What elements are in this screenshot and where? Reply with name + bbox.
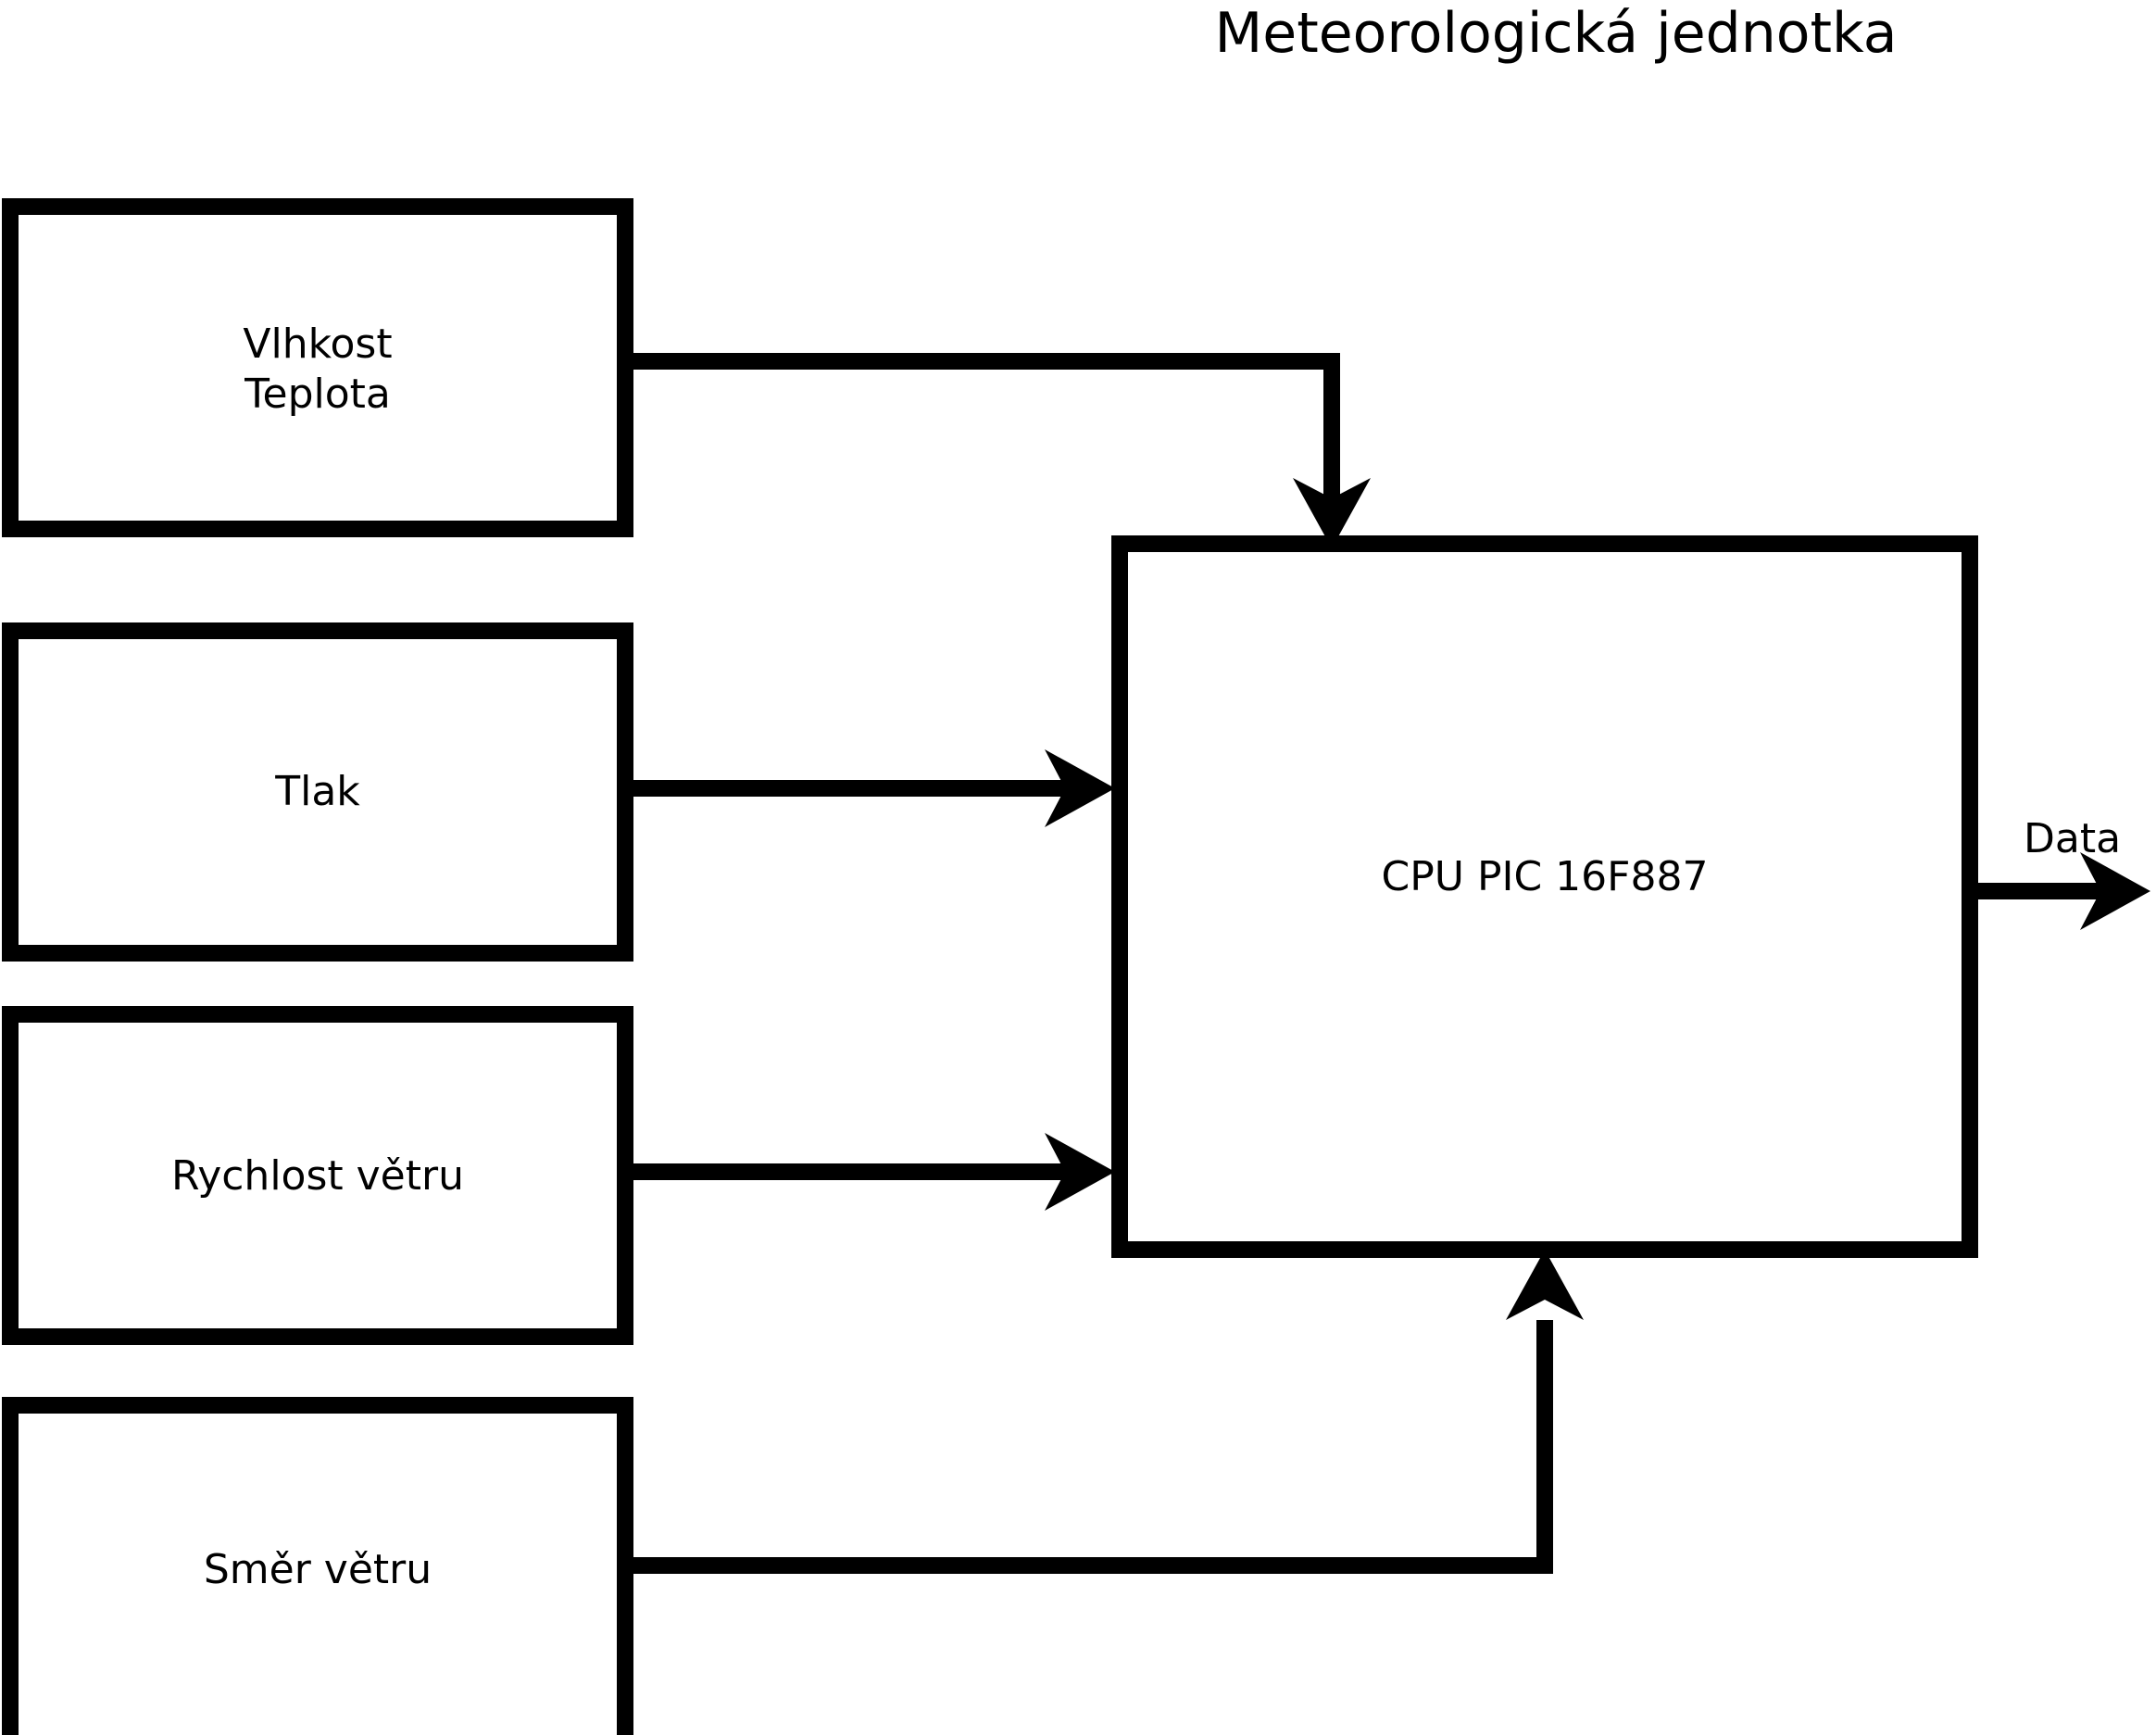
node-wind-direction[interactable] [2,1397,633,1735]
edge-humidity-to-cpu [619,353,1371,548]
node-cpu[interactable] [1111,535,1978,1258]
page-title: Meteorologická jednotka [1214,1,1898,66]
node-label-cpu: CPU PIC 16F887 [1381,853,1709,900]
node-label-wind-speed: Rychlost větru [171,1152,464,1200]
edge-label-data: Data [2024,815,2122,862]
edge-wind-direction-to-cpu [619,1250,1584,1574]
edge-pressure-to-cpu [619,749,1115,827]
edge-wind-speed-to-cpu [619,1133,1115,1211]
node-label-wind-direction: Směr větru [203,1546,432,1593]
node-pressure[interactable] [2,622,633,962]
node-wind-speed[interactable] [2,1006,633,1345]
node-label-humidity-temperature: Vlhkost Teplota [243,321,393,418]
node-label-pressure: Tlak [275,768,360,815]
node-humidity-temperature[interactable] [2,198,633,537]
edge-cpu-to-data [1970,852,2150,930]
